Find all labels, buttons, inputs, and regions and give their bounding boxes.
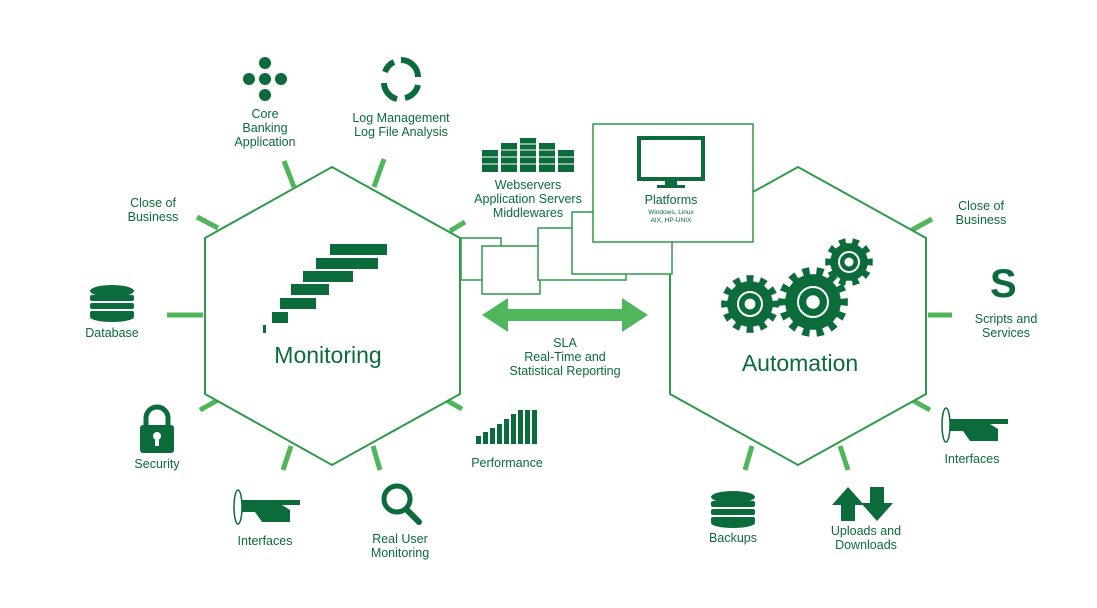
database-icon — [90, 285, 134, 322]
backups-label: Backups — [709, 531, 757, 545]
label-line: Webservers — [494, 178, 562, 192]
sla-label: SLA Real-Time and Statistical Reporting — [509, 336, 620, 378]
label-line: Scripts and — [974, 312, 1038, 326]
security-label: Security — [134, 457, 179, 471]
dots-cluster-icon — [243, 57, 287, 101]
monitoring-steps-icon — [263, 244, 387, 333]
label-line: Application Servers — [474, 192, 582, 206]
performance-label: Performance — [471, 456, 543, 470]
gear-center — [744, 298, 756, 310]
label-line: Security — [134, 457, 180, 471]
gear-hub — [797, 286, 829, 318]
label-line: Backups — [709, 531, 757, 545]
label-line: Application — [234, 135, 296, 149]
monitoring-hexagon — [204, 165, 461, 467]
gear-hub — [838, 251, 860, 273]
interfaces-automation-label: Interfaces — [945, 452, 1000, 466]
close-of-business-monitoring-label: Close of Business — [128, 196, 179, 224]
gear-hub — [737, 291, 763, 317]
label-line: Platforms — [644, 193, 698, 207]
label-line: AIX, HP-UNIX — [650, 217, 692, 224]
label-line: Business — [955, 213, 1007, 227]
magnifier-icon — [381, 483, 422, 525]
real-user-monitoring-label: Real User Monitoring — [371, 532, 429, 560]
uploads-label: Uploads and Downloads — [831, 524, 901, 552]
interfaces-monitoring-label: Interfaces — [238, 534, 293, 548]
crescent-moon-icon — [966, 152, 1000, 190]
scripts-label: Scripts and Services — [975, 312, 1038, 340]
up-down-arrows-icon — [832, 487, 893, 521]
gear-center — [806, 295, 820, 309]
label-line: Real User — [372, 532, 428, 546]
monitor-icon — [637, 136, 705, 188]
label-line: Downloads — [835, 538, 897, 552]
label-line: Log File Analysis — [354, 125, 448, 139]
crescent-moon-icon — [141, 152, 175, 190]
log-management-label: Log Management Log File Analysis — [352, 111, 449, 139]
padlock-icon — [140, 404, 174, 453]
monitoring-title: Monitoring — [274, 342, 382, 368]
label-line: Uploads and — [830, 524, 902, 538]
database-icon — [711, 491, 755, 528]
label-line: Windows, Linux — [648, 209, 694, 216]
automation-spokes — [742, 216, 952, 471]
platforms-title: Platforms — [645, 193, 698, 207]
label-line: Interfaces — [237, 534, 293, 548]
database-label: Database — [85, 326, 139, 340]
gear-large-center — [778, 267, 848, 337]
server-rack-icon — [482, 138, 574, 172]
pointing-hand-icon — [941, 407, 1008, 443]
label-line: Business — [127, 210, 179, 224]
gear-small-top — [825, 238, 873, 286]
sla-double-arrow — [482, 298, 648, 332]
label-line: Statistical Reporting — [509, 364, 621, 378]
pointing-hand-icon — [233, 489, 300, 525]
platforms-detail: Windows, Linux AIX, HP-UNIX — [648, 209, 694, 225]
label-line: Real-Time and — [524, 350, 606, 364]
recycle-circle-icon — [381, 57, 421, 102]
automation-title: Automation — [741, 350, 859, 376]
label-line: Middlewares — [492, 206, 564, 220]
label-line: Services — [982, 326, 1030, 340]
gear-small-left — [721, 275, 779, 333]
core-banking-label: Core Banking Application — [234, 107, 295, 149]
label-line: Core — [251, 107, 279, 121]
monitoring-spokes — [167, 158, 467, 471]
server-rack-lines — [482, 143, 574, 165]
label-line: Close of — [130, 196, 176, 210]
label-line: Close of — [958, 199, 1004, 213]
label-line: SLA — [553, 336, 577, 350]
label-line: Interfaces — [944, 452, 1000, 466]
label-line: Log Management — [352, 111, 450, 125]
close-of-business-automation-label: Close of Business — [956, 199, 1007, 227]
letter-s-icon: S — [990, 262, 1017, 306]
platform-stack — [460, 123, 754, 295]
label-line: Database — [85, 326, 139, 340]
bar-graph-icon — [476, 410, 537, 444]
label-line: Monitoring — [370, 546, 430, 560]
label-line: Banking — [242, 121, 288, 135]
label-line: Performance — [471, 456, 543, 470]
servers-label: Webservers Application Servers Middlewar… — [474, 178, 582, 220]
gear-center — [844, 257, 854, 267]
gears-icon — [721, 238, 873, 337]
